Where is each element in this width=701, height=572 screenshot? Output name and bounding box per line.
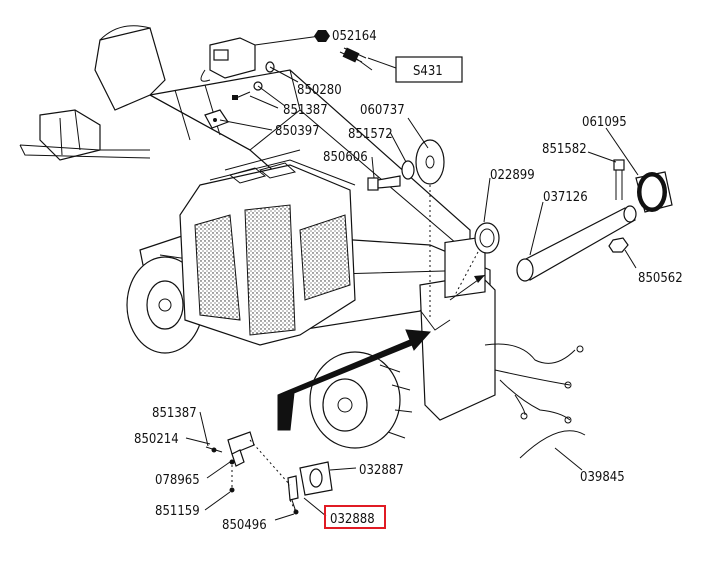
label-032888: 032888 <box>330 512 375 527</box>
label-851572: 851572 <box>348 127 393 142</box>
highlight-box[interactable] <box>324 505 386 529</box>
label-850496: 850496 <box>222 518 267 533</box>
telehandler-illustration <box>19 25 496 449</box>
label-060737: 060737 <box>360 103 405 118</box>
leader-lines <box>185 35 639 521</box>
label-851159: 851159 <box>155 504 200 519</box>
label-052164: 052164 <box>332 29 377 44</box>
exploded-parts <box>200 30 673 515</box>
label-850280: 850280 <box>297 83 342 98</box>
label-851582: 851582 <box>542 142 587 157</box>
reference-box: S431 <box>395 56 463 83</box>
label-850562: 850562 <box>638 271 683 286</box>
label-850397: 850397 <box>275 124 320 139</box>
label-851387-top: 851387 <box>283 103 328 118</box>
label-061095: 061095 <box>582 115 627 130</box>
label-078965: 078965 <box>155 473 200 488</box>
label-851387-bottom: 851387 <box>152 406 197 421</box>
label-850606: 850606 <box>323 150 368 165</box>
label-037126: 037126 <box>543 190 588 205</box>
label-032887: 032887 <box>359 463 404 478</box>
part-labels: 052164 850280 851387 850397 060737 85157… <box>134 29 683 533</box>
label-039845: 039845 <box>580 470 625 485</box>
label-850214: 850214 <box>134 432 179 447</box>
reference-code: S431 <box>413 64 443 79</box>
hex-nut-icon <box>314 30 330 42</box>
label-022899: 022899 <box>490 168 535 183</box>
